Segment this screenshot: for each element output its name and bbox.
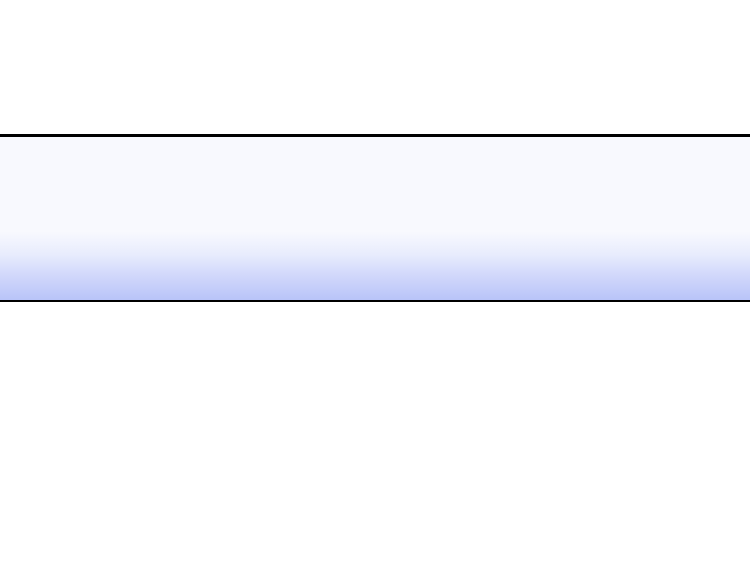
gradient-header-band <box>0 134 750 302</box>
